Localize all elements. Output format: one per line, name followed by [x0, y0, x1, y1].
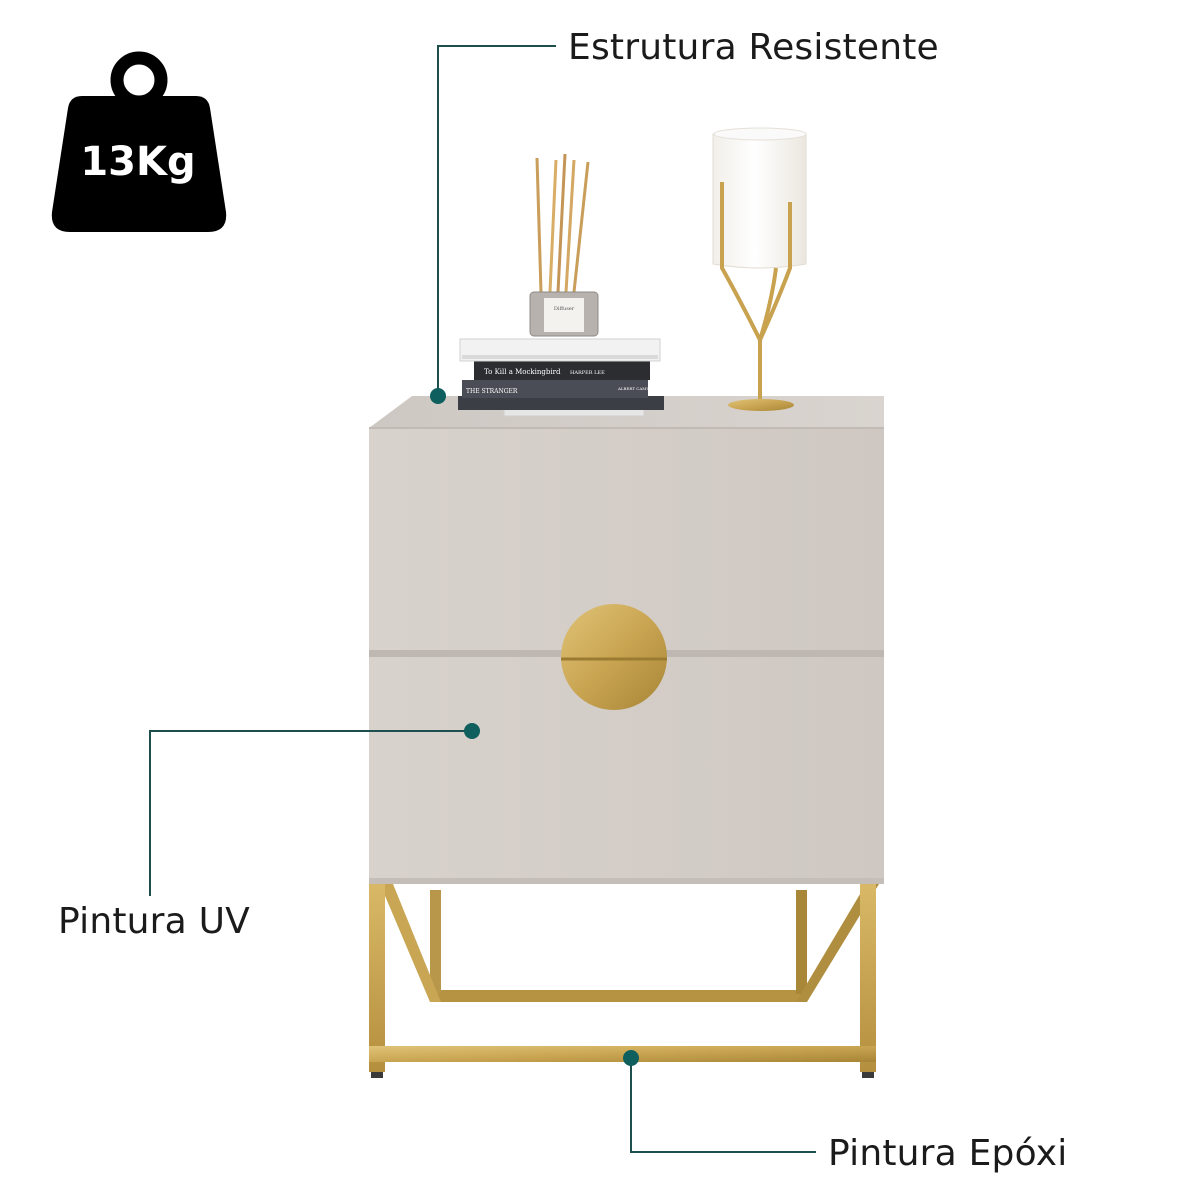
gold-base-frame: [369, 882, 879, 1078]
callout-pintura-epoxi: [623, 1050, 816, 1153]
label-pintura-epoxi: Pintura Epóxi: [828, 1133, 1068, 1174]
label-pintura-uv: Pintura UV: [58, 901, 250, 942]
diffuser-label: Diffuser: [554, 306, 575, 312]
callout-estrutura: [430, 45, 556, 404]
book-author-1: HARPER LEE: [570, 370, 605, 376]
table-lamp: [712, 127, 807, 411]
weight-value: 13Kg: [80, 139, 196, 185]
book-title-2: THE STRANGER: [466, 388, 518, 395]
callout-pintura-uv: [149, 723, 480, 896]
book-author-2: ALBERT CAMUS: [617, 386, 653, 391]
drawer-handle: [561, 604, 667, 710]
weight-icon: [51, 51, 227, 232]
reed-diffuser: [529, 153, 599, 337]
book-stack: [458, 338, 664, 417]
book-title-1: To Kill a Mockingbird: [484, 368, 561, 376]
label-estrutura-resistente: Estrutura Resistente: [568, 27, 939, 68]
